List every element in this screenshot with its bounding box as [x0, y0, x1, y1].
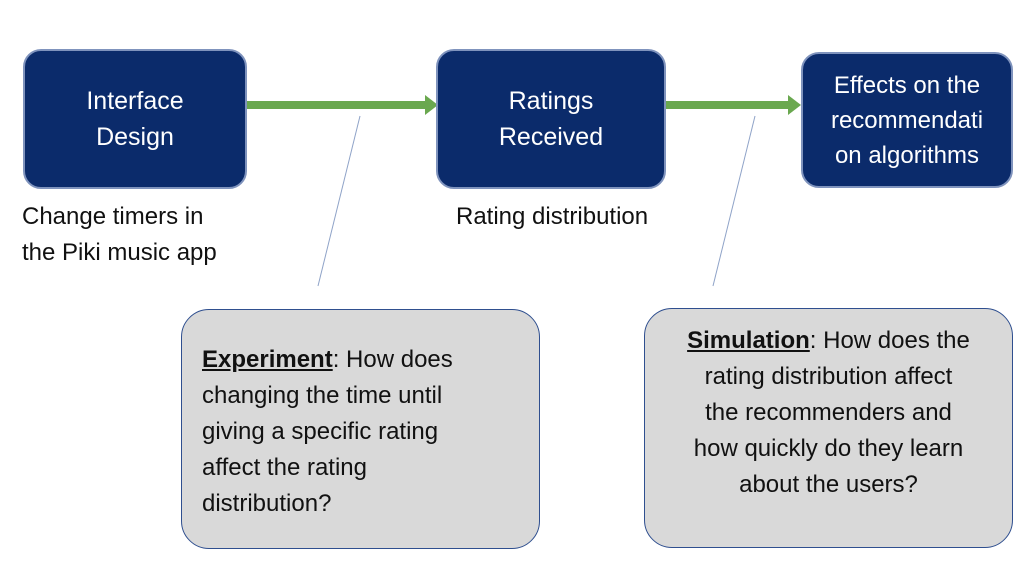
arrow-interface-to-ratings: [247, 101, 427, 109]
arrow-ratings-to-effects: [666, 101, 790, 109]
leader-line-experiment: [317, 115, 361, 287]
node-ratings-received: Ratings Received: [436, 49, 666, 189]
callout-line: rating distribution affect: [704, 363, 953, 390]
leader-line-simulation: [712, 115, 756, 287]
node-label-line: on algorithms: [834, 141, 980, 169]
caption-line: Rating distribution: [456, 203, 649, 230]
caption-rating-distribution: Rating distribution: [456, 199, 648, 235]
node-interface-design: Interface Design: [23, 49, 247, 189]
caption-line: Change timers in: [22, 203, 204, 230]
caption-change-timers: Change timers in the Piki music app: [22, 199, 217, 271]
callout-simulation: Simulation: How does the rating distribu…: [644, 308, 1013, 548]
callout-first-line: Experiment: How does: [202, 342, 529, 378]
callout-keyword: Experiment: [202, 346, 333, 373]
callout-line: distribution?: [202, 490, 332, 517]
arrowhead-2: [788, 95, 801, 115]
callout-line: the recommenders and: [705, 399, 952, 426]
arrowhead-1: [425, 95, 438, 115]
node-label-line: Ratings: [508, 87, 594, 115]
node-label-line: Design: [96, 123, 174, 151]
callout-line: affect the rating: [202, 454, 367, 481]
callout-line: changing the time until: [202, 382, 443, 409]
callout-first-line-rest: : How does: [332, 346, 453, 373]
node-label-line: Effects on the: [833, 71, 981, 99]
callout-first-line: Simulation: How does the: [653, 323, 1004, 359]
callout-keyword: Simulation: [687, 327, 810, 354]
callout-first-line-rest: : How does the: [809, 327, 970, 354]
node-label-line: Received: [498, 123, 604, 151]
callout-line: how quickly do they learn: [693, 435, 964, 462]
callout-experiment: Experiment: How does changing the time u…: [181, 309, 540, 549]
callout-line: giving a specific rating: [202, 418, 439, 445]
node-effects-on-algorithms: Effects on the recommendati on algorithm…: [801, 52, 1013, 188]
caption-line: the Piki music app: [22, 239, 217, 266]
node-label-line: recommendati: [830, 106, 984, 134]
callout-line: about the users?: [739, 471, 918, 498]
node-label-line: Interface: [86, 87, 184, 115]
